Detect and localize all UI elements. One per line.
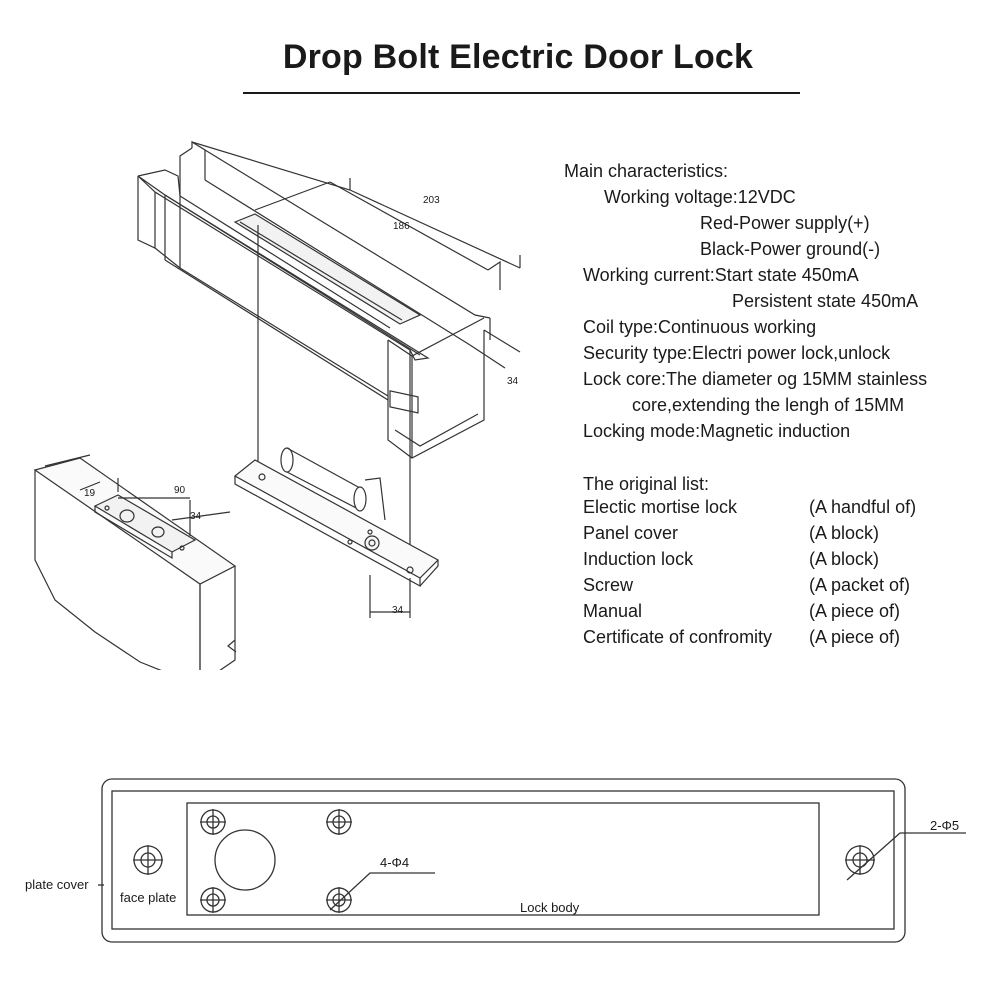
- spec-current-start: Working current:Start state 450mA: [583, 265, 859, 285]
- dim-186: 186: [393, 221, 410, 232]
- dim-19: 19: [84, 488, 96, 499]
- screw-hole-bottom-right: [326, 887, 352, 913]
- plate-cover-outline: [101, 778, 906, 943]
- dim-90: 90: [174, 485, 186, 496]
- dim-34-strike: 34: [392, 605, 404, 616]
- screw-hole-top-right: [326, 809, 352, 835]
- page-title: Drop Bolt Electric Door Lock: [282, 38, 754, 76]
- lock-body-outline: [186, 802, 820, 916]
- spec-heading: Main characteristics:: [564, 161, 729, 181]
- spec-security: Security type:Electri power lock,unlock: [583, 343, 891, 363]
- spec-locking: Locking mode:Magnetic induction: [583, 421, 851, 441]
- list-item-qty: (A packet of): [809, 575, 911, 595]
- list-item-name: Certificate of confromity: [583, 627, 773, 647]
- dim-34-door: 34: [190, 511, 202, 522]
- list-item-name: Electic mortise lock: [583, 497, 738, 517]
- lock-body-outline: [137, 176, 156, 249]
- spec-coil: Coil type:Continuous working: [583, 317, 817, 337]
- list-item-qty: (A block): [809, 523, 880, 543]
- list-item-name: Screw: [583, 575, 634, 595]
- face-plate-outline: [111, 790, 895, 930]
- label-face-plate: face plate: [120, 890, 177, 905]
- cover-hole-left: [133, 845, 163, 875]
- list-item-qty: (A piece of): [809, 601, 901, 621]
- label-plate-cover: plate cover: [25, 877, 89, 892]
- list-item-name: Induction lock: [583, 549, 694, 569]
- spec-core-1: Lock core:The diameter og 15MM stainless: [583, 369, 928, 389]
- label-lock-body: Lock body: [520, 900, 580, 915]
- screw-hole-top-left: [200, 809, 226, 835]
- list-item-qty: (A block): [809, 549, 880, 569]
- spec-core-2: core,extending the lengh of 15MM: [632, 395, 905, 415]
- list-item-qty: (A handful of): [809, 497, 917, 517]
- list-item-qty: (A piece of): [809, 627, 901, 647]
- bolt-hole: [214, 829, 276, 891]
- spec-black-wire: Black-Power ground(-): [700, 239, 881, 259]
- screw-hole-bottom-left: [200, 887, 226, 913]
- label-2-holes: 2-Φ5: [930, 818, 960, 833]
- spec-red-wire: Red-Power supply(+): [700, 213, 870, 233]
- title-underline: [243, 92, 800, 94]
- leader-4-holes: [329, 872, 435, 911]
- spec-current-persistent: Persistent state 450mA: [732, 291, 919, 311]
- list-item-name: Panel cover: [583, 523, 679, 543]
- label-4-holes: 4-Φ4: [380, 855, 410, 870]
- plan-view-drawing: [98, 778, 966, 943]
- isometric-lock-drawing: [33, 140, 521, 670]
- dim-34-body: 34: [507, 376, 519, 387]
- list-heading: The original list:: [583, 474, 710, 494]
- dim-203: 203: [423, 195, 440, 206]
- spec-voltage: Working voltage:12VDC: [604, 187, 796, 207]
- leader-2-holes: [846, 832, 966, 881]
- list-item-name: Manual: [583, 601, 643, 621]
